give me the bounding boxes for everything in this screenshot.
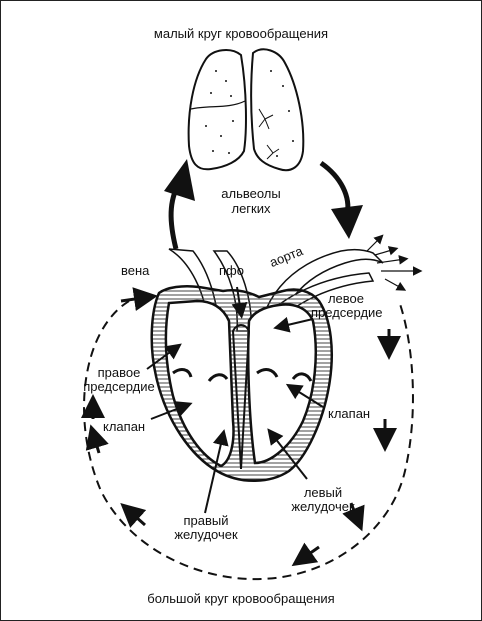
right-ventricle-label-line1: правый [183, 513, 229, 528]
systemic-arrows [81, 287, 401, 567]
left-ventricle-label-line2: желудочек [291, 499, 355, 514]
pfo-label: пфо [219, 263, 244, 278]
right-atrium-label-line1: правое [97, 365, 141, 380]
aorta-branches [366, 234, 423, 291]
right-atrium-label-line2: предсердие [83, 379, 155, 394]
right-lung-fissure [190, 100, 246, 110]
left-lung [250, 48, 305, 172]
heart [150, 285, 334, 482]
right-ventricle-label-line2: желудочек [174, 527, 238, 542]
vein-label: вена [121, 263, 150, 278]
pulmonary-arrows [164, 159, 363, 250]
arrow-down-right [331, 205, 363, 239]
bronchi-detail [258, 108, 280, 160]
left-atrium-label-line2: предсердие [311, 305, 383, 320]
right-lung [187, 49, 247, 171]
left-ventricle-label-line1: левый [303, 485, 343, 500]
valve-label-right: клапан [328, 406, 371, 421]
pulmonary-circle-title: малый круг кровообращения [153, 26, 329, 41]
left-atrium-label-line1: левое [327, 291, 365, 306]
alveoli-label-line1: альвеолы [221, 186, 281, 201]
valve-label-left: клапан [103, 419, 146, 434]
alveoli-label-line2: легких [231, 201, 271, 216]
systemic-circle-title: большой круг кровообращения [147, 591, 335, 606]
pointer-arrows [146, 286, 324, 514]
mitral-valve [256, 368, 313, 382]
tricuspid-valve [172, 368, 229, 382]
lungs [187, 48, 305, 172]
right-chambers [164, 299, 235, 468]
systemic-circuit [83, 300, 414, 581]
lung-texture [205, 70, 294, 157]
arrow-up-left [164, 159, 195, 201]
left-chambers [247, 303, 317, 465]
septum [231, 324, 251, 470]
